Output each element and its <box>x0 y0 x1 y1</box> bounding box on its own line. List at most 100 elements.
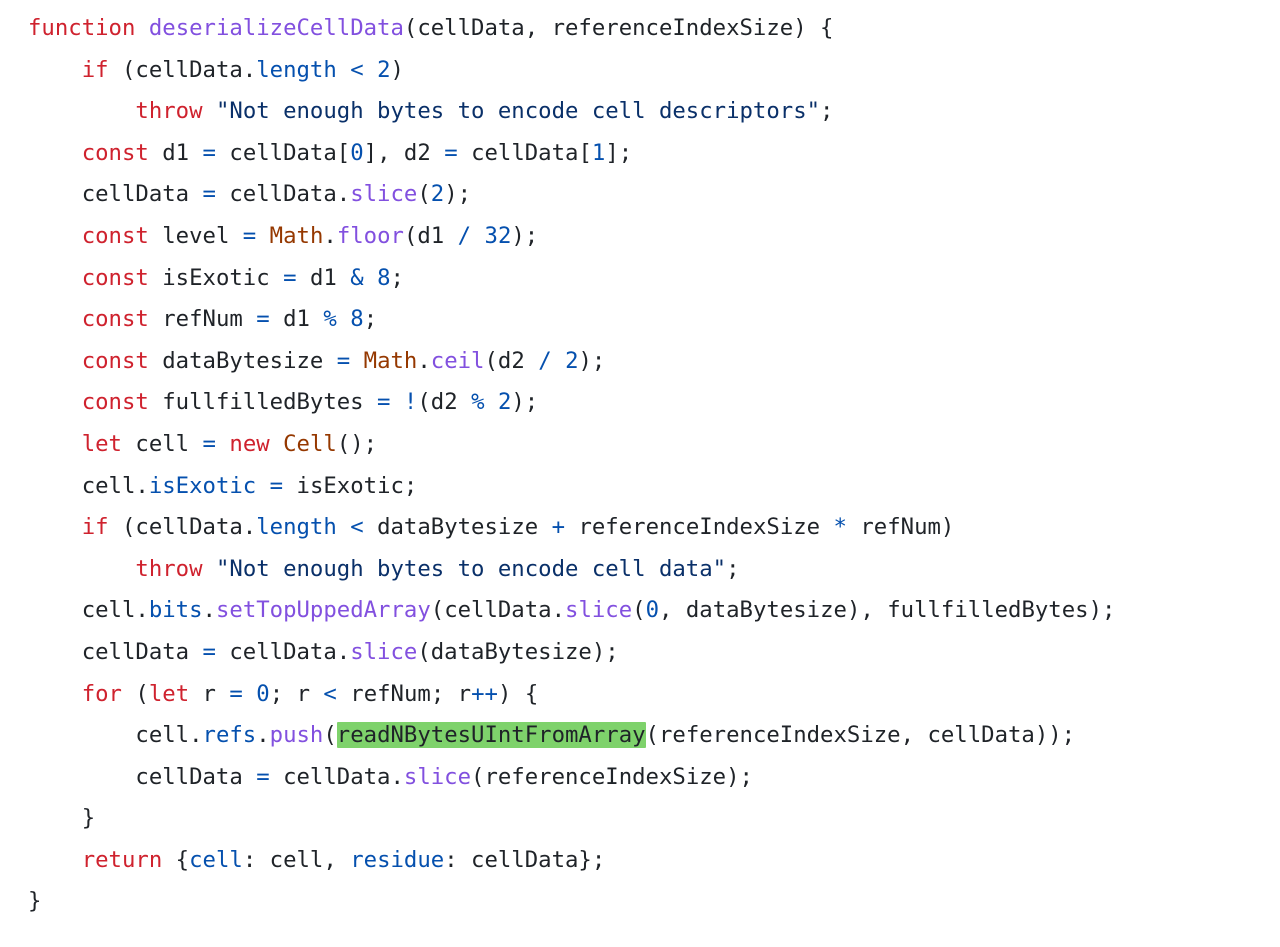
code-token <box>471 223 484 249</box>
code-token: refNum) <box>846 514 955 541</box>
code-line[interactable]: const d1 = cellData[0], d2 = cellData[1]… <box>28 133 1268 175</box>
code-line[interactable]: cell.refs.push(readNBytesUIntFromArray(r… <box>28 715 1268 757</box>
code-token: ) { <box>497 680 539 707</box>
code-line[interactable]: cell.isExotic = isExotic; <box>28 466 1268 508</box>
operator-token: * <box>833 514 847 541</box>
code-token: ); <box>578 347 606 374</box>
operator-token: = <box>242 222 257 249</box>
code-token <box>390 389 403 415</box>
code-token <box>28 223 82 249</box>
code-token <box>28 348 82 374</box>
code-token: cellData. <box>269 763 404 790</box>
code-line[interactable]: cellData = cellData.slice(referenceIndex… <box>28 757 1268 799</box>
keyword-token: let <box>81 430 122 457</box>
code-token: cellData[ <box>457 139 592 166</box>
code-editor[interactable]: function deserializeCellData(cellData, r… <box>28 8 1268 923</box>
code-line[interactable]: const dataBytesize = Math.ceil(d2 / 2); <box>28 341 1268 383</box>
operator-token: = <box>202 638 216 665</box>
operator-token: % <box>471 389 485 416</box>
number-token: 32 <box>484 222 512 249</box>
code-token: r <box>189 680 230 707</box>
code-line[interactable]: throw "Not enough bytes to encode cell d… <box>28 91 1268 133</box>
code-token: ) <box>390 56 404 83</box>
code-token: . <box>417 347 431 374</box>
operator-token: = <box>283 264 297 291</box>
number-token: 1 <box>591 139 606 166</box>
code-line[interactable]: for (let r = 0; r < refNum; r++) { <box>28 674 1268 716</box>
code-token: cell <box>121 430 203 457</box>
operator-token: / <box>538 347 552 374</box>
code-token: { <box>162 846 190 873</box>
code-token: cell. <box>28 472 149 499</box>
keyword-token: if <box>81 514 109 541</box>
code-line[interactable]: throw "Not enough bytes to encode cell d… <box>28 549 1268 591</box>
operator-token: < <box>350 56 364 83</box>
keyword-token: function <box>28 15 136 41</box>
keyword-token: for <box>81 680 122 707</box>
code-token: ], d2 <box>363 139 445 166</box>
code-token: cellData <box>28 763 257 790</box>
number-token: 8 <box>350 306 364 333</box>
class-token: Math <box>363 347 418 374</box>
function-token: slice <box>565 597 633 624</box>
function-token: setTopUppedArray <box>215 597 431 624</box>
code-token <box>337 57 350 83</box>
code-token: cellData <box>28 638 203 665</box>
code-line[interactable]: } <box>28 881 1268 923</box>
operator-token: ! <box>403 389 418 416</box>
code-line[interactable]: if (cellData.length < dataBytesize + ref… <box>28 507 1268 549</box>
code-line[interactable]: cell.bits.setTopUppedArray(cellData.slic… <box>28 590 1268 632</box>
code-token: d1 <box>148 139 203 166</box>
code-token: (); <box>336 430 378 457</box>
code-line[interactable]: if (cellData.length < 2) <box>28 50 1268 92</box>
function-token: push <box>269 722 324 749</box>
operator-token: < <box>350 514 364 541</box>
code-line[interactable]: return {cell: cell, residue: cellData}; <box>28 840 1268 882</box>
keyword-token: if <box>81 56 109 83</box>
code-line[interactable]: const refNum = d1 % 8; <box>28 299 1268 341</box>
operator-token: = <box>269 472 284 499</box>
code-token <box>270 431 283 457</box>
number-token: 2 <box>565 347 579 374</box>
code-token: ; r <box>269 680 324 707</box>
code-token <box>337 306 350 332</box>
code-token: (d2 <box>417 389 472 416</box>
code-line[interactable]: const isExotic = d1 & 8; <box>28 258 1268 300</box>
number-token: 8 <box>377 264 391 291</box>
code-line[interactable]: const level = Math.floor(d1 / 32); <box>28 216 1268 258</box>
code-line[interactable]: cellData = cellData.slice(2); <box>28 174 1268 216</box>
operator-token: = <box>202 430 216 457</box>
code-token: refNum <box>148 306 257 333</box>
property-token: bits <box>148 597 203 624</box>
function-token: slice <box>403 763 472 790</box>
number-token: 0 <box>350 139 364 166</box>
keyword-token: const <box>81 139 149 166</box>
number-token: 0 <box>256 680 270 707</box>
code-token: ; <box>363 306 378 333</box>
keyword-token: return <box>81 846 163 873</box>
code-line[interactable]: cellData = cellData.slice(dataBytesize); <box>28 632 1268 674</box>
code-token: (referenceIndexSize, cellData)); <box>645 722 1076 749</box>
code-token <box>28 556 135 582</box>
code-token <box>256 473 269 499</box>
property-token: cell <box>189 846 243 873</box>
code-token: } <box>28 888 42 915</box>
code-line[interactable]: } <box>28 798 1268 840</box>
operator-token: = <box>229 680 243 707</box>
operator-token: = <box>377 389 391 416</box>
code-token: cellData. <box>215 638 351 665</box>
code-token <box>203 556 216 582</box>
function-token: ceil <box>430 347 485 374</box>
code-token: ); <box>511 389 539 416</box>
keyword-token: let <box>148 680 190 707</box>
property-token: isExotic <box>148 472 257 499</box>
code-token <box>485 389 498 415</box>
code-line[interactable]: const fullfilledBytes = !(d2 % 2); <box>28 382 1268 424</box>
number-token: 0 <box>645 597 660 624</box>
keyword-token: const <box>81 222 149 249</box>
code-token: cellData[ <box>215 139 351 166</box>
code-line[interactable]: function deserializeCellData(cellData, r… <box>28 8 1268 50</box>
code-line[interactable]: let cell = new Cell(); <box>28 424 1268 466</box>
number-token: 2 <box>430 181 445 208</box>
operator-token: < <box>323 680 337 707</box>
